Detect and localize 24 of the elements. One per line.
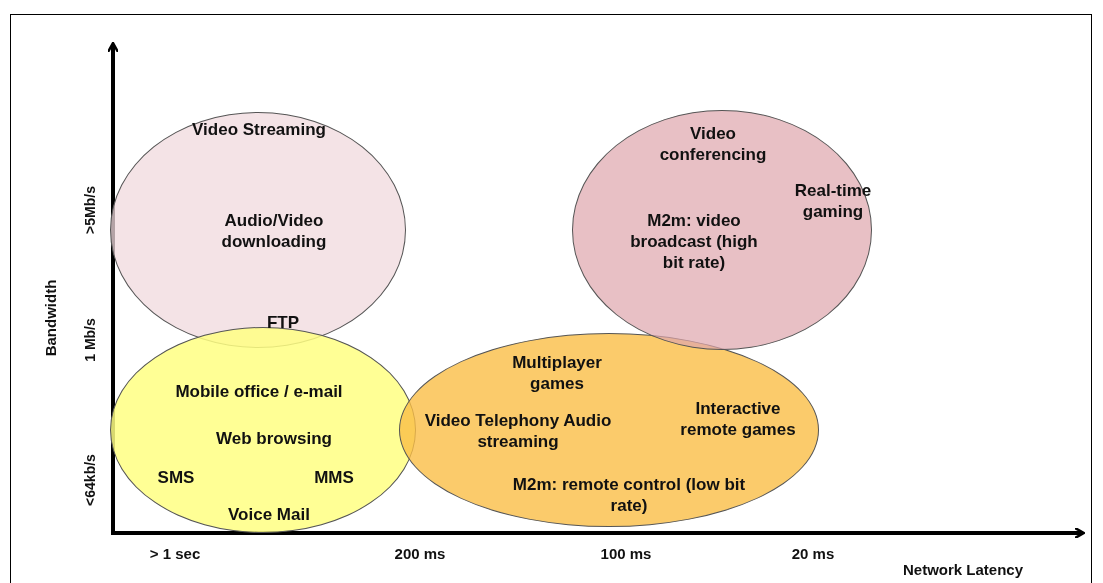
axis-title: Bandwidth (41, 279, 59, 357)
category-text: Audio/Video downloading (220, 210, 328, 252)
category-text: Interactive remote games (679, 398, 797, 440)
category-text: Video conferencing (658, 123, 768, 165)
axis-title: Network Latency (903, 560, 1023, 578)
category-text: Mobile office / e-mail (174, 380, 344, 402)
axis-tick-label: <64kb/s (82, 454, 98, 506)
category-text: Voice Mail (227, 503, 311, 525)
axis-tick-label: 20 ms (791, 544, 835, 562)
category-text: Real-time gaming (793, 180, 873, 222)
category-text: SMS (156, 466, 196, 488)
category-text: Web browsing (215, 427, 333, 449)
category-text: M2m: video broadcast (high bit rate) (629, 209, 759, 273)
axis-tick-label: > 1 sec (149, 544, 201, 562)
category-text: M2m: remote control (low bit rate) (511, 474, 747, 516)
category-text: MMS (313, 466, 355, 488)
axis-tick-label: 100 ms (600, 544, 652, 562)
category-text: Video Streaming (191, 118, 327, 140)
axis-tick-label: 1 Mb/s (82, 318, 98, 362)
axis-tick-label: 200 ms (394, 544, 446, 562)
axis-tick-label: >5Mb/s (82, 186, 98, 234)
category-text: FTP (266, 313, 300, 333)
category-text: Video Telephony Audio streaming (423, 410, 613, 452)
category-text: Multiplayer games (511, 352, 603, 394)
